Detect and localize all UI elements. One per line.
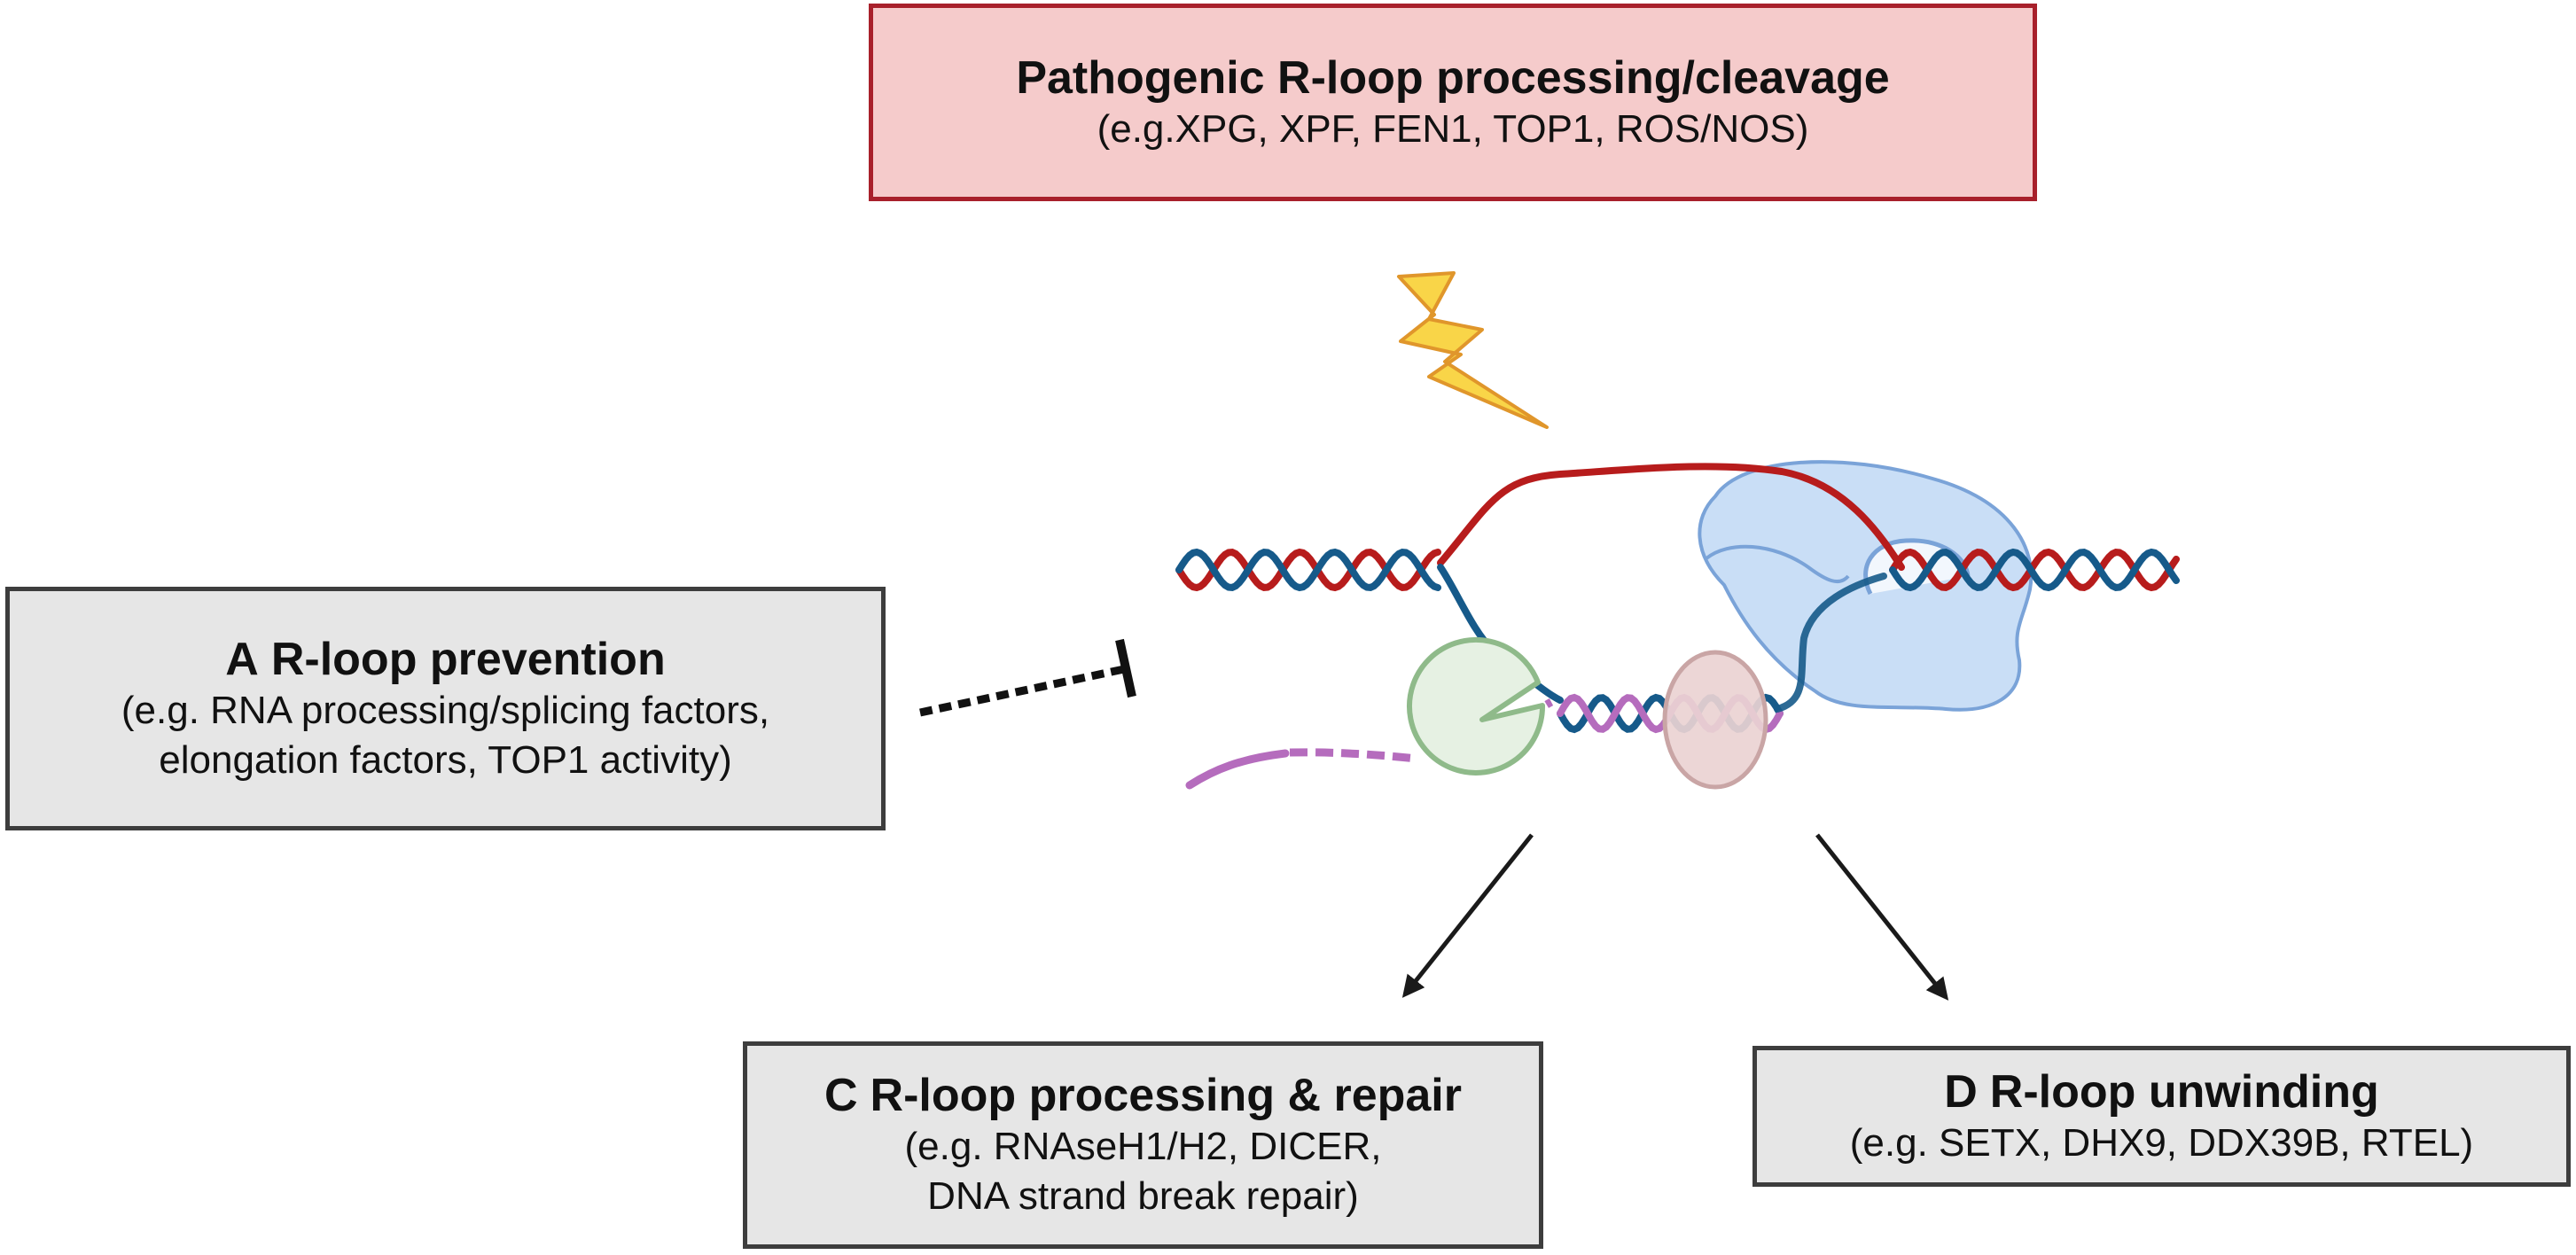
dna-strand-red — [1175, 548, 2180, 592]
r-loop-prevention-title: R-loop prevention — [270, 633, 666, 685]
arrow-to-d — [1815, 833, 1949, 1001]
r-loop-prevention-examples-line-1: (e.g. RNA processing/splicing factors, — [121, 688, 770, 732]
pathogenic-processing-title: Pathogenic R-loop processing/cleavage — [1016, 51, 1890, 104]
r-loop-repair-examples-line-2: DNA strand break repair) — [927, 1174, 1359, 1218]
pacman-nuclease-icon — [1407, 637, 1546, 776]
lightning-bolt-icon — [1397, 271, 1549, 429]
inhibition-line — [919, 665, 1125, 717]
rna-transcript-dashed — [1289, 748, 1417, 763]
r-loop-repair-examples-line-1: (e.g. RNAseH1/H2, DICER, — [904, 1125, 1382, 1168]
r-loop-prevention-examples-line-2: elongation factors, TOP1 activity) — [159, 737, 732, 782]
panel-letter-c: C — [824, 1070, 858, 1121]
panel-letter-a: A — [225, 633, 259, 685]
pathogenic-processing-box: Pathogenic R-loop processing/cleavage (e… — [869, 4, 2037, 201]
template-strand-return — [1774, 573, 1887, 713]
r-loop-unwinding-title: R-loop unwinding — [1989, 1065, 2379, 1118]
r-loop-unwinding-examples: (e.g. SETX, DHX9, DDX39B, RTEL) — [1849, 1120, 2474, 1165]
pathogenic-processing-examples: (e.g.XPG, XPF, FEN1, TOP1, ROS/NOS) — [1097, 106, 1809, 151]
rna-transcript-solid — [1185, 749, 1290, 790]
dna-strand-blue — [1175, 548, 2180, 592]
arrow-to-c — [1401, 833, 1534, 998]
r-loop-repair-title: R-loop processing & repair — [870, 1070, 1462, 1121]
displaced-dna-strand — [1437, 463, 1905, 571]
panel-letter-d: D — [1944, 1065, 1978, 1118]
ribosome-icon — [1662, 650, 1768, 790]
inhibition-bar — [1115, 638, 1136, 698]
